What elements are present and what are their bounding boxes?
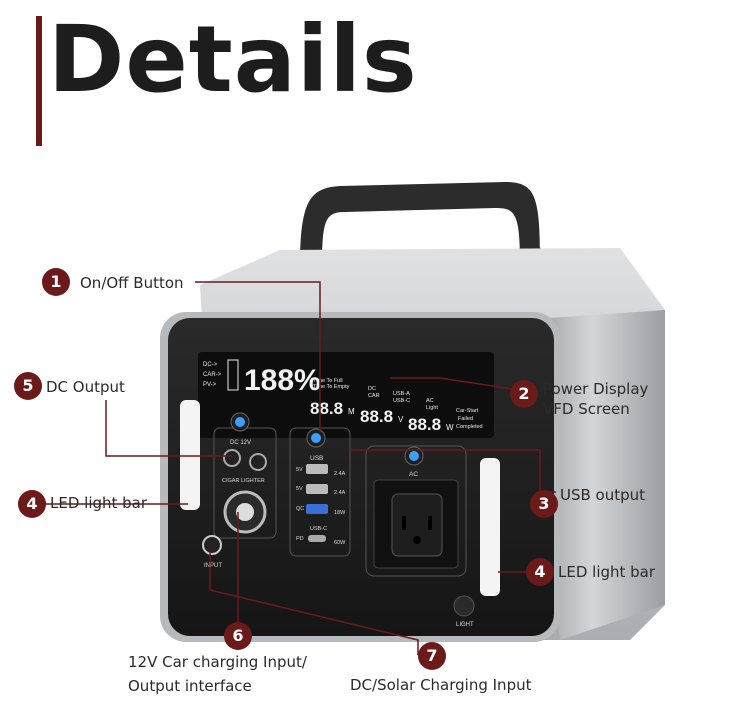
svg-text:5V: 5V bbox=[296, 486, 303, 492]
callout-badge-4-left: 4 bbox=[18, 490, 46, 518]
svg-text:LIGHT: LIGHT bbox=[456, 622, 474, 628]
svg-text:PV->: PV-> bbox=[203, 382, 217, 388]
svg-text:CIGAR LIGHTER: CIGAR LIGHTER bbox=[222, 478, 265, 484]
svg-text:USB-C: USB-C bbox=[393, 398, 410, 404]
svg-text:PD: PD bbox=[296, 536, 304, 542]
usb-qc-port bbox=[306, 504, 328, 514]
usb-a-port-2 bbox=[306, 484, 328, 494]
callout-label-car-charging-1: 12V Car charging Input/ bbox=[128, 653, 307, 671]
usb-power-button bbox=[311, 433, 321, 443]
svg-text:CAR->: CAR-> bbox=[203, 372, 222, 378]
callout-badge-7: 7 bbox=[418, 642, 446, 670]
dc-port-1 bbox=[223, 449, 241, 467]
svg-text:USB-A: USB-A bbox=[393, 391, 410, 397]
svg-text:Completed: Completed bbox=[456, 424, 483, 430]
callout-badge-2: 2 bbox=[510, 380, 538, 408]
callout-label-dc-output: DC Output bbox=[46, 378, 125, 396]
svg-text:DC 12V: DC 12V bbox=[230, 440, 251, 446]
dc-port-2 bbox=[249, 453, 267, 471]
title-accent-bar bbox=[36, 16, 42, 146]
watt-readout: 88.8 bbox=[408, 415, 441, 434]
svg-text:DC->: DC-> bbox=[203, 362, 218, 368]
callout-badge-5: 5 bbox=[14, 372, 42, 400]
callout-label-dc-solar-input: DC/Solar Charging Input bbox=[350, 676, 532, 694]
battery-icon bbox=[227, 359, 239, 391]
ac-module bbox=[365, 445, 467, 577]
svg-text:Light: Light bbox=[426, 405, 438, 411]
callout-badge-6: 6 bbox=[224, 622, 252, 650]
vfd-screen bbox=[198, 352, 494, 438]
usb-a-port-1 bbox=[306, 464, 328, 474]
dc-input-port bbox=[202, 535, 222, 555]
callout-label-led-light-bar-right: LED light bar bbox=[558, 563, 656, 581]
svg-text:V: V bbox=[398, 415, 404, 424]
callout-badge-4-right: 4 bbox=[526, 558, 554, 586]
svg-text:W: W bbox=[446, 423, 454, 432]
svg-text:INPUT: INPUT bbox=[204, 563, 222, 569]
svg-text:5V: 5V bbox=[296, 467, 303, 473]
svg-text:2.4A: 2.4A bbox=[334, 471, 346, 477]
callout-badge-3: 3 bbox=[530, 490, 558, 518]
svg-text:18W: 18W bbox=[334, 510, 346, 516]
svg-text:M: M bbox=[348, 407, 355, 416]
ac-outlet bbox=[391, 493, 443, 557]
svg-text:Car-Start: Car-Start bbox=[456, 408, 479, 414]
led-light-bar-left bbox=[180, 400, 200, 510]
ac-power-button bbox=[409, 451, 419, 461]
page-title: Details bbox=[48, 6, 418, 113]
svg-text:Failed: Failed bbox=[458, 416, 473, 422]
led-light-bar-right bbox=[480, 458, 500, 596]
svg-text:AC: AC bbox=[426, 398, 434, 404]
svg-text:60W: 60W bbox=[334, 540, 346, 546]
callout-label-vfd-screen: VFD Screen bbox=[543, 400, 630, 418]
dc-power-button bbox=[235, 417, 245, 427]
light-button bbox=[453, 595, 475, 617]
voltage-readout: 88.8 bbox=[360, 407, 393, 426]
usb-c-port bbox=[308, 535, 326, 542]
svg-text:USB: USB bbox=[310, 455, 323, 462]
battery-percent-readout: 188% bbox=[244, 364, 321, 397]
svg-text:CAR: CAR bbox=[368, 393, 380, 399]
svg-text:Time To Full: Time To Full bbox=[313, 378, 343, 384]
svg-text:DC: DC bbox=[368, 386, 376, 392]
svg-text:USB-C: USB-C bbox=[310, 526, 327, 532]
svg-text:2.4A: 2.4A bbox=[334, 490, 346, 496]
svg-text:AC: AC bbox=[409, 471, 418, 478]
svg-text:Time To Empty: Time To Empty bbox=[313, 384, 350, 390]
callout-badge-1: 1 bbox=[42, 268, 70, 296]
callout-label-on-off-button: On/Off Button bbox=[80, 274, 184, 292]
callout-label-power-display: Power Display bbox=[543, 380, 649, 398]
svg-text:QC: QC bbox=[296, 506, 304, 512]
callout-label-car-charging-2: Output interface bbox=[128, 677, 252, 695]
callout-label-led-light-bar-left: LED light bar bbox=[50, 494, 148, 512]
time-readout: 88.8 bbox=[310, 399, 343, 418]
callout-label-usb-output: USB output bbox=[560, 486, 646, 504]
